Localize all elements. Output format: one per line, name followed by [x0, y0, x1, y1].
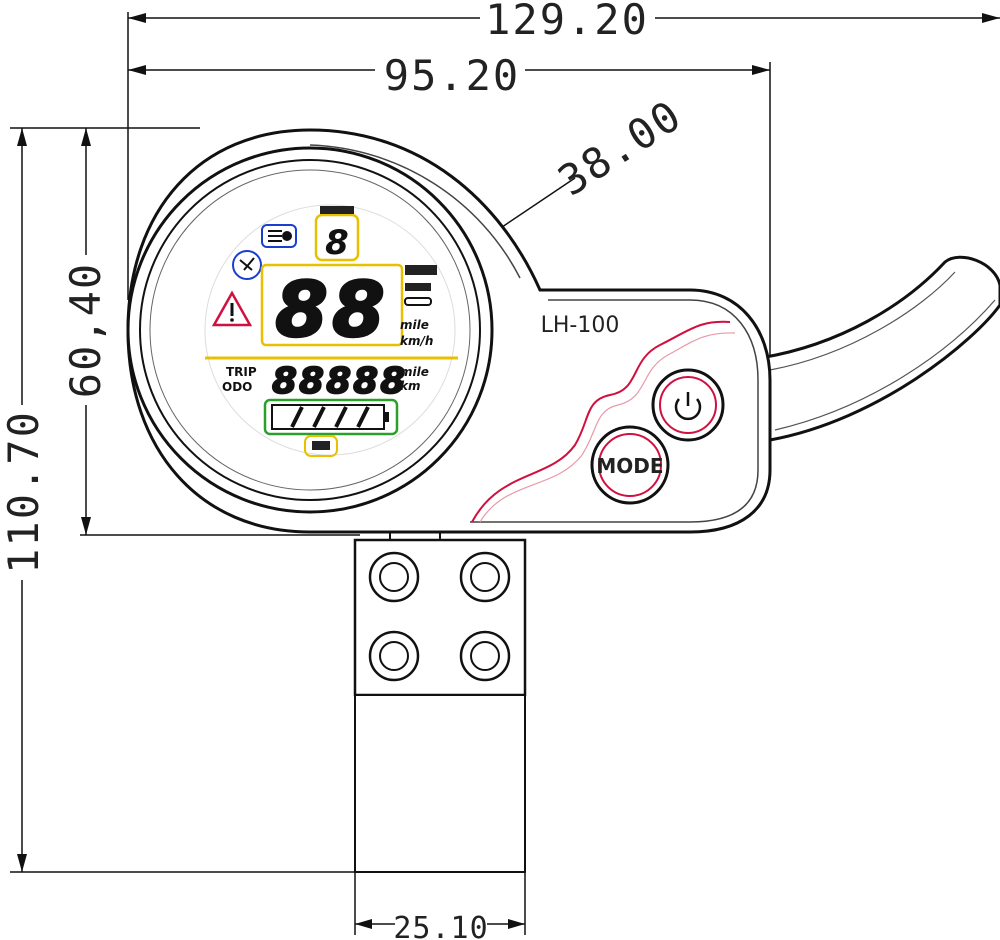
odometer-digits: 88888	[272, 361, 407, 402]
clamp-bolt	[368, 630, 420, 682]
clamp-bolt	[459, 630, 511, 682]
lcd-screen: 8 88 mile km/h	[205, 206, 458, 457]
trip-label: TRIP	[226, 365, 257, 379]
odo-unit-bottom: km	[400, 379, 420, 393]
clamp-width-label: 25.10	[393, 911, 488, 940]
dimension-total-height: 110.70	[0, 127, 355, 873]
total-width-label: 129.20	[485, 0, 649, 44]
dial	[126, 146, 494, 514]
warning-icon	[211, 290, 253, 327]
speed-unit-bottom: km/h	[400, 334, 433, 348]
gear-indicator: 8	[314, 206, 360, 263]
power-icon	[674, 398, 702, 421]
throttle-lever	[758, 255, 1000, 442]
mode-indicators: mile km/h	[400, 265, 437, 348]
dimension-body-height: 60,40	[61, 128, 360, 536]
dimension-total-width: 129.20	[127, 0, 1000, 300]
cruise-icon	[232, 250, 262, 280]
handlebar-clamp	[353, 532, 527, 873]
body-height-label: 60,40	[61, 262, 110, 398]
gear-digit: 8	[325, 223, 349, 263]
mode-button[interactable]: MODE	[590, 425, 670, 505]
odo-label: ODO	[222, 380, 252, 394]
total-height-label: 110.70	[0, 410, 48, 574]
dimension-body-width: 95.20	[128, 51, 771, 370]
clamp-bolt	[459, 551, 511, 603]
headlight-icon	[261, 224, 297, 248]
dial-diameter-label: 38.00	[550, 90, 691, 205]
mode-button-label: MODE	[596, 454, 663, 478]
power-button[interactable]	[651, 368, 725, 442]
battery-gauge	[263, 398, 399, 436]
speed-display: 88	[260, 263, 404, 355]
speed-digits: 88	[275, 265, 389, 354]
odometer-row: TRIP ODO 88888 mile km	[222, 360, 429, 403]
red-accent-panel	[471, 320, 731, 523]
speed-unit-top: mile	[400, 318, 429, 332]
body-width-label: 95.20	[384, 51, 520, 100]
clamp-bolt	[368, 551, 420, 603]
odo-unit-top: mile	[400, 365, 429, 379]
model-label: LH-100	[541, 313, 620, 338]
battery-icon	[304, 435, 338, 457]
